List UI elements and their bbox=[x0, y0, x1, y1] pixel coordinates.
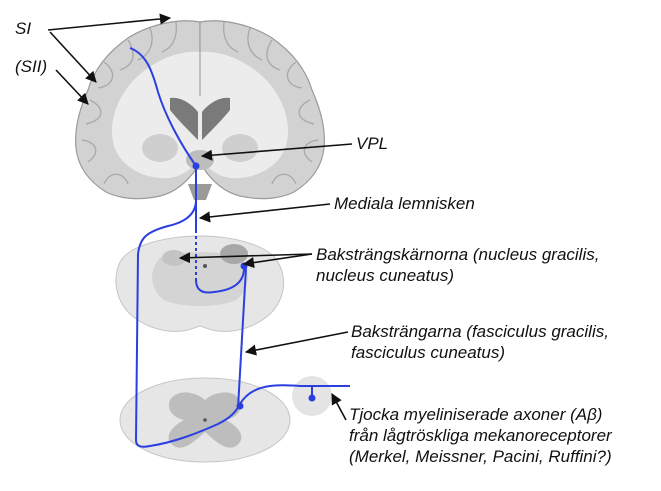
decussation-fiber bbox=[195, 267, 245, 294]
central-canal-spinal bbox=[203, 418, 207, 422]
vpl-arrow bbox=[200, 143, 353, 161]
vpl-node bbox=[192, 162, 200, 170]
label-dorsal-column-nuclei-line-1: Baksträngskärnorna (nucleus gracilis, bbox=[316, 245, 600, 264]
right-basal-ganglia bbox=[222, 134, 258, 162]
brain-sulci bbox=[81, 21, 319, 185]
lateral-ventricles bbox=[170, 97, 230, 140]
si-arrow-top bbox=[47, 13, 172, 31]
label-dorsal-column-nuclei-line-2: nucleus cuneatus) bbox=[316, 266, 454, 285]
label-dorsal-column-nuclei: Baksträngskärnorna (nucleus gracilis, nu… bbox=[316, 244, 599, 286]
label-medial-lemniscus: Mediala lemnisken bbox=[334, 194, 475, 213]
label-dorsal-columns-line-2: fasciculus cuneatus) bbox=[351, 343, 506, 362]
spinal-entry-node bbox=[236, 402, 244, 410]
brain-coronal-section bbox=[75, 20, 325, 200]
axon-arrow bbox=[331, 393, 347, 421]
label-axons: Tjocka myeliniserade axoner (Aβ) från lå… bbox=[349, 404, 612, 467]
peripheral-afferent bbox=[239, 384, 350, 405]
dcn-arrow-right bbox=[242, 253, 313, 269]
brainstem-stub bbox=[188, 184, 212, 200]
label-vpl: VPL bbox=[356, 134, 389, 153]
dcn-arrow-left bbox=[178, 252, 313, 264]
spinal-cord-section bbox=[119, 377, 291, 463]
medulla-section bbox=[115, 235, 285, 332]
lemniscal-pathway bbox=[129, 47, 350, 448]
label-si: SI bbox=[15, 19, 32, 38]
dc-arrow bbox=[244, 331, 349, 356]
thalamus bbox=[186, 150, 214, 170]
ganglion-cell-node bbox=[308, 394, 316, 402]
central-canal-medulla bbox=[203, 264, 207, 268]
label-axons-line-3: (Merkel, Meissner, Pacini, Ruffini?) bbox=[349, 447, 612, 466]
label-sii: (SII) bbox=[15, 57, 48, 76]
label-dorsal-columns: Baksträngarna (fasciculus gracilis, fasc… bbox=[351, 321, 609, 363]
sii-arrow bbox=[55, 69, 89, 105]
label-axons-line-1: Tjocka myeliniserade axoner (Aβ) bbox=[349, 405, 603, 424]
thalamocortical-fiber bbox=[129, 47, 197, 167]
nucleus-cuneatus-right bbox=[220, 244, 248, 264]
label-dorsal-columns-line-1: Baksträngarna (fasciculus gracilis, bbox=[351, 322, 609, 341]
long-left-fiber bbox=[134, 166, 241, 448]
left-basal-ganglia bbox=[142, 134, 178, 162]
leader-lines bbox=[47, 13, 353, 421]
label-axons-line-2: från lågtröskliga mekanoreceptorer bbox=[349, 426, 612, 445]
dorsal-column-fiber bbox=[237, 267, 247, 409]
ml-arrow bbox=[198, 203, 331, 223]
si-arrow-lower bbox=[49, 31, 97, 83]
